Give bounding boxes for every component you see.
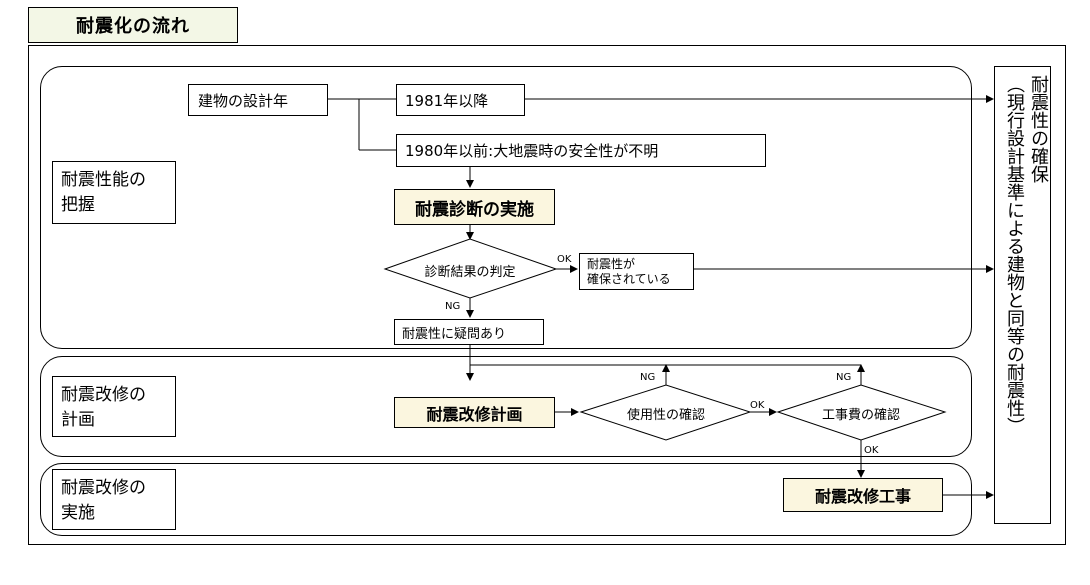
phase-assessment-region [40, 66, 972, 349]
cost-ng-label: NG [836, 372, 852, 383]
cost-label: 工事費の確認 [821, 408, 900, 423]
judgement-ng-label: NG [445, 301, 461, 312]
phase-label-implementation: 耐震改修の 実施 [52, 469, 176, 530]
works-box: 耐震改修工事 [783, 478, 943, 512]
before-1980-box: 1980年以前:大地震時の安全性が不明 [396, 134, 766, 167]
phase-label-assessment: 耐震性能の 把握 [52, 161, 176, 224]
usability-ok-label: OK [750, 400, 765, 411]
phase-label-planning: 耐震改修の 計画 [52, 376, 176, 437]
doubt-box: 耐震性に疑問あり [394, 319, 544, 345]
result-text: 耐震性の確保 （現行設計基準による建物と同等の耐震性） [1004, 75, 1049, 435]
cost-ok-label: OK [864, 445, 879, 456]
judgement-diamond [383, 238, 558, 299]
diagnosis-box: 耐震診断の実施 [394, 189, 555, 225]
judgement-ok-label: OK [557, 254, 572, 265]
phase-implementation-region [40, 463, 972, 536]
usability-ng-label: NG [640, 372, 656, 383]
diagram-frame [28, 45, 1066, 545]
phase-planning-region [40, 356, 972, 457]
usability-label: 使用性の確認 [626, 408, 705, 423]
result-box: 耐震性の確保 （現行設計基準による建物と同等の耐震性） [994, 66, 1051, 524]
design-year-box: 建物の設計年 [188, 84, 328, 116]
after-1981-box: 1981年以降 [396, 84, 525, 116]
cost-diamond [776, 384, 947, 441]
usability-diamond [579, 384, 752, 441]
diagram-title: 耐震化の流れ [28, 7, 238, 43]
secured-box: 耐震性が 確保されている [579, 253, 694, 290]
judgement-label: 診断結果の判定 [424, 265, 516, 280]
plan-box: 耐震改修計画 [394, 397, 555, 428]
